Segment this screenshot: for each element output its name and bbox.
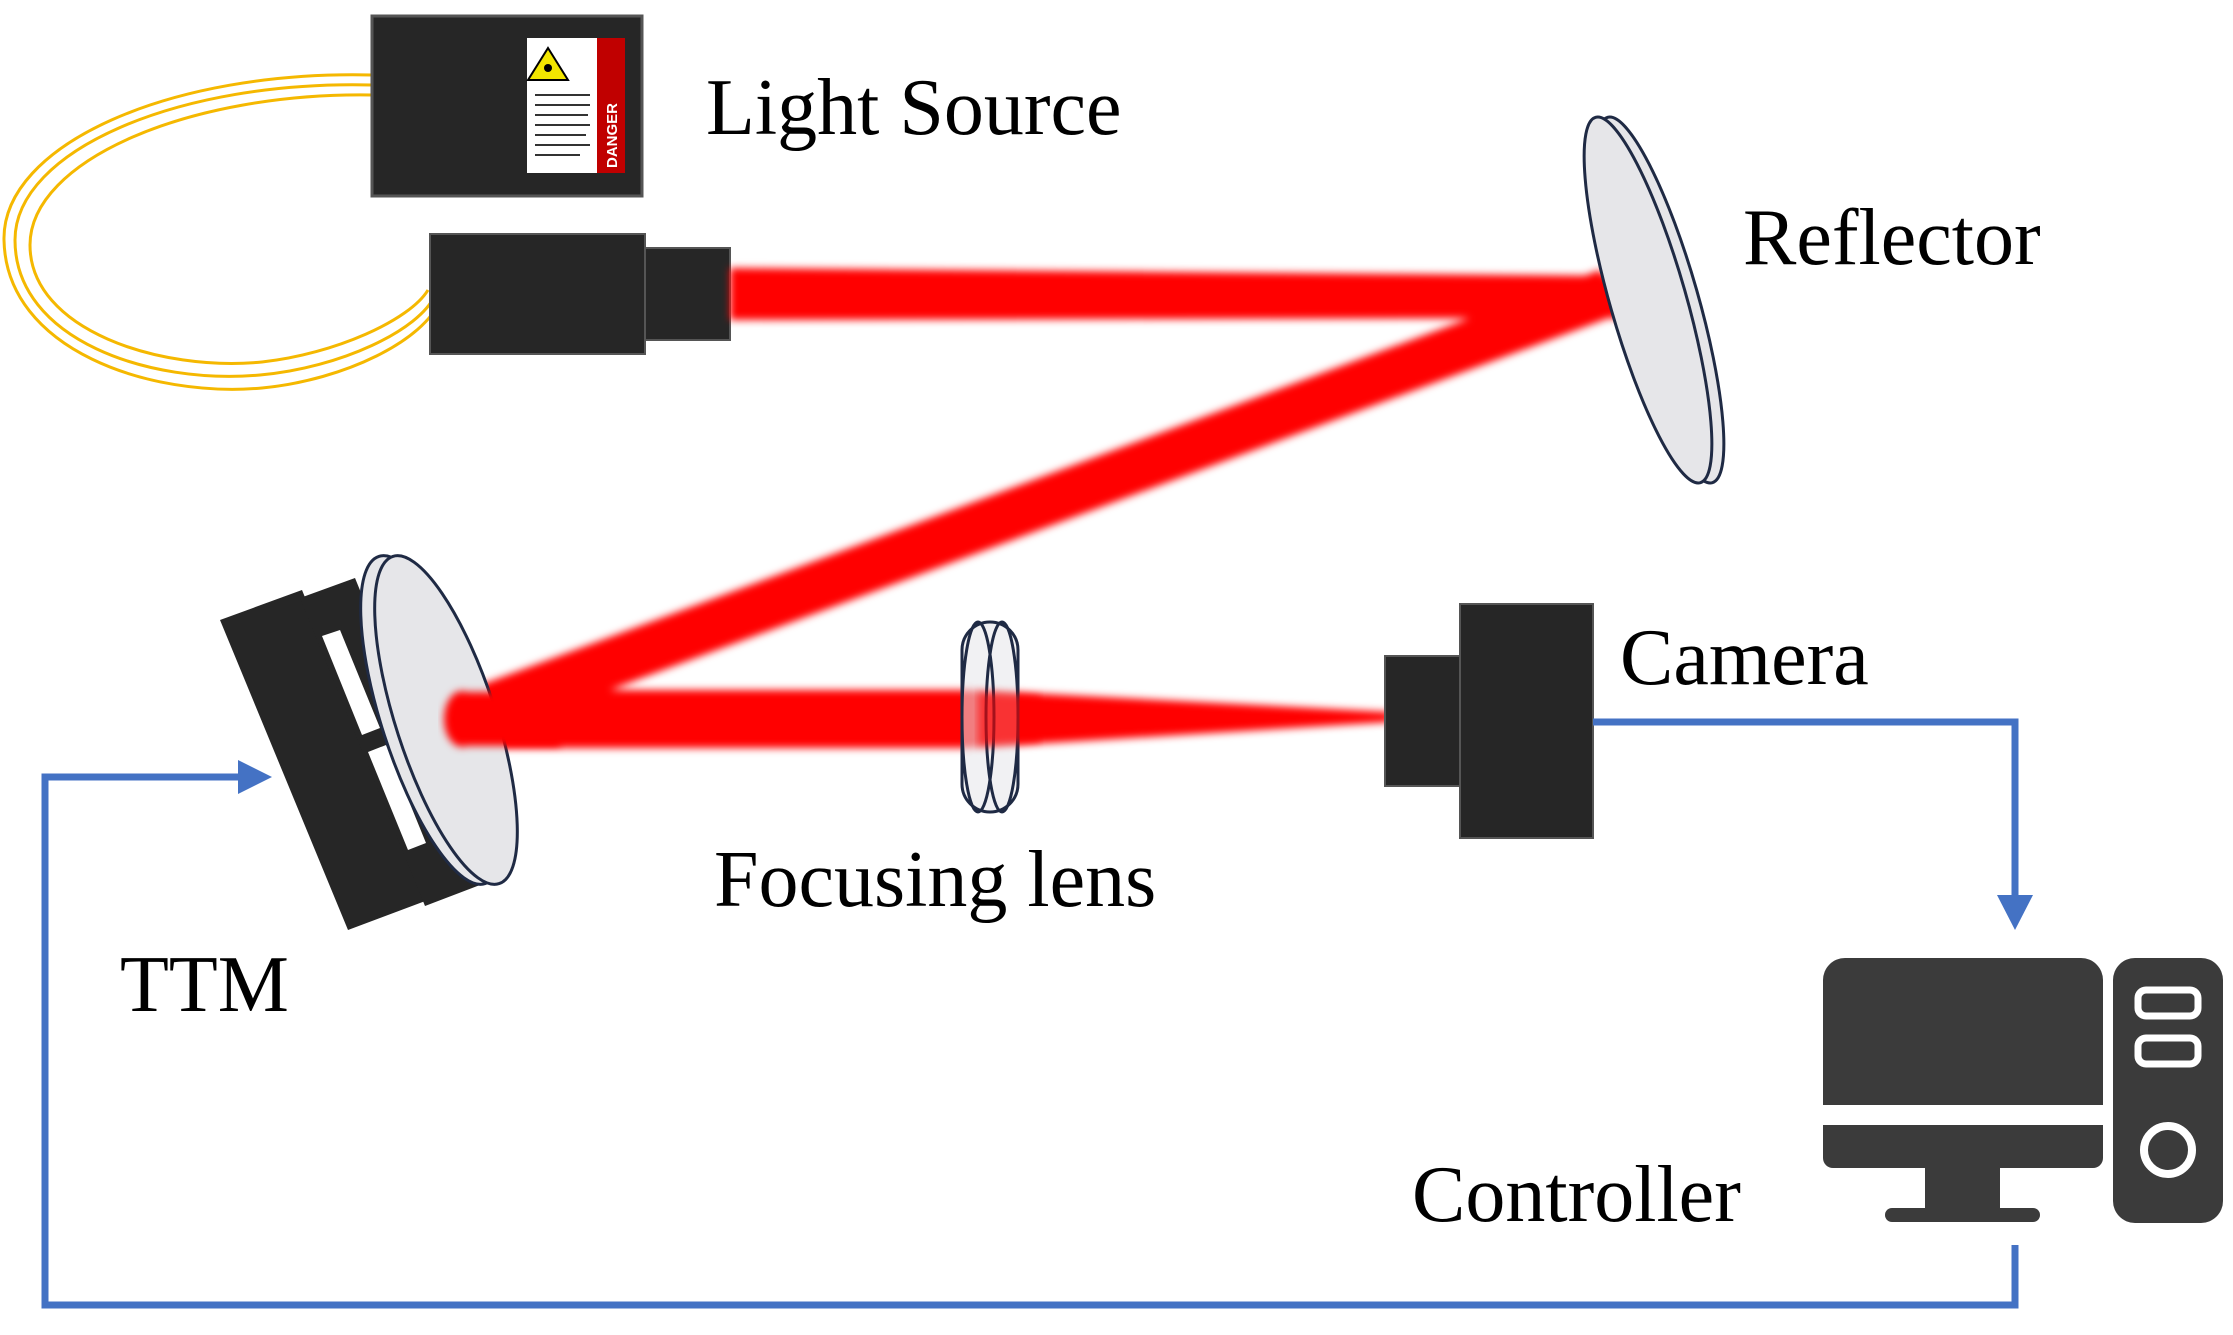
beam-segment-reflector-to-ttm xyxy=(440,270,1630,742)
arrow-right-icon xyxy=(238,760,272,794)
ttm-label: TTM xyxy=(120,941,289,1029)
camera xyxy=(1384,603,1594,839)
focusing-lens-label: Focusing lens xyxy=(714,836,1157,924)
beam-segment-ttm-to-lens xyxy=(448,690,970,748)
camera-label: Camera xyxy=(1620,614,1869,702)
computer-icon xyxy=(1823,958,2223,1223)
signal-line-controller-to-ttm xyxy=(41,773,2019,1309)
reflector-mirror xyxy=(1582,115,1726,485)
arrow-down-icon xyxy=(1997,895,2033,930)
signal-line-camera-to-controller xyxy=(1593,718,2019,900)
reflector-label: Reflector xyxy=(1743,194,2041,282)
light-source-box: DANGER xyxy=(370,14,644,198)
ttm-base xyxy=(220,590,428,930)
laser-beam xyxy=(440,268,1634,748)
controller-label: Controller xyxy=(1412,1151,1741,1239)
danger-label: DANGER xyxy=(604,103,621,168)
beam-segment-source-to-reflector xyxy=(730,268,1625,320)
tower xyxy=(2113,958,2223,1223)
optical-fiber xyxy=(2,73,442,391)
beam-segment-lens-to-camera xyxy=(968,690,1390,748)
collimator xyxy=(429,233,731,355)
light-source-label: Light Source xyxy=(706,64,1122,152)
